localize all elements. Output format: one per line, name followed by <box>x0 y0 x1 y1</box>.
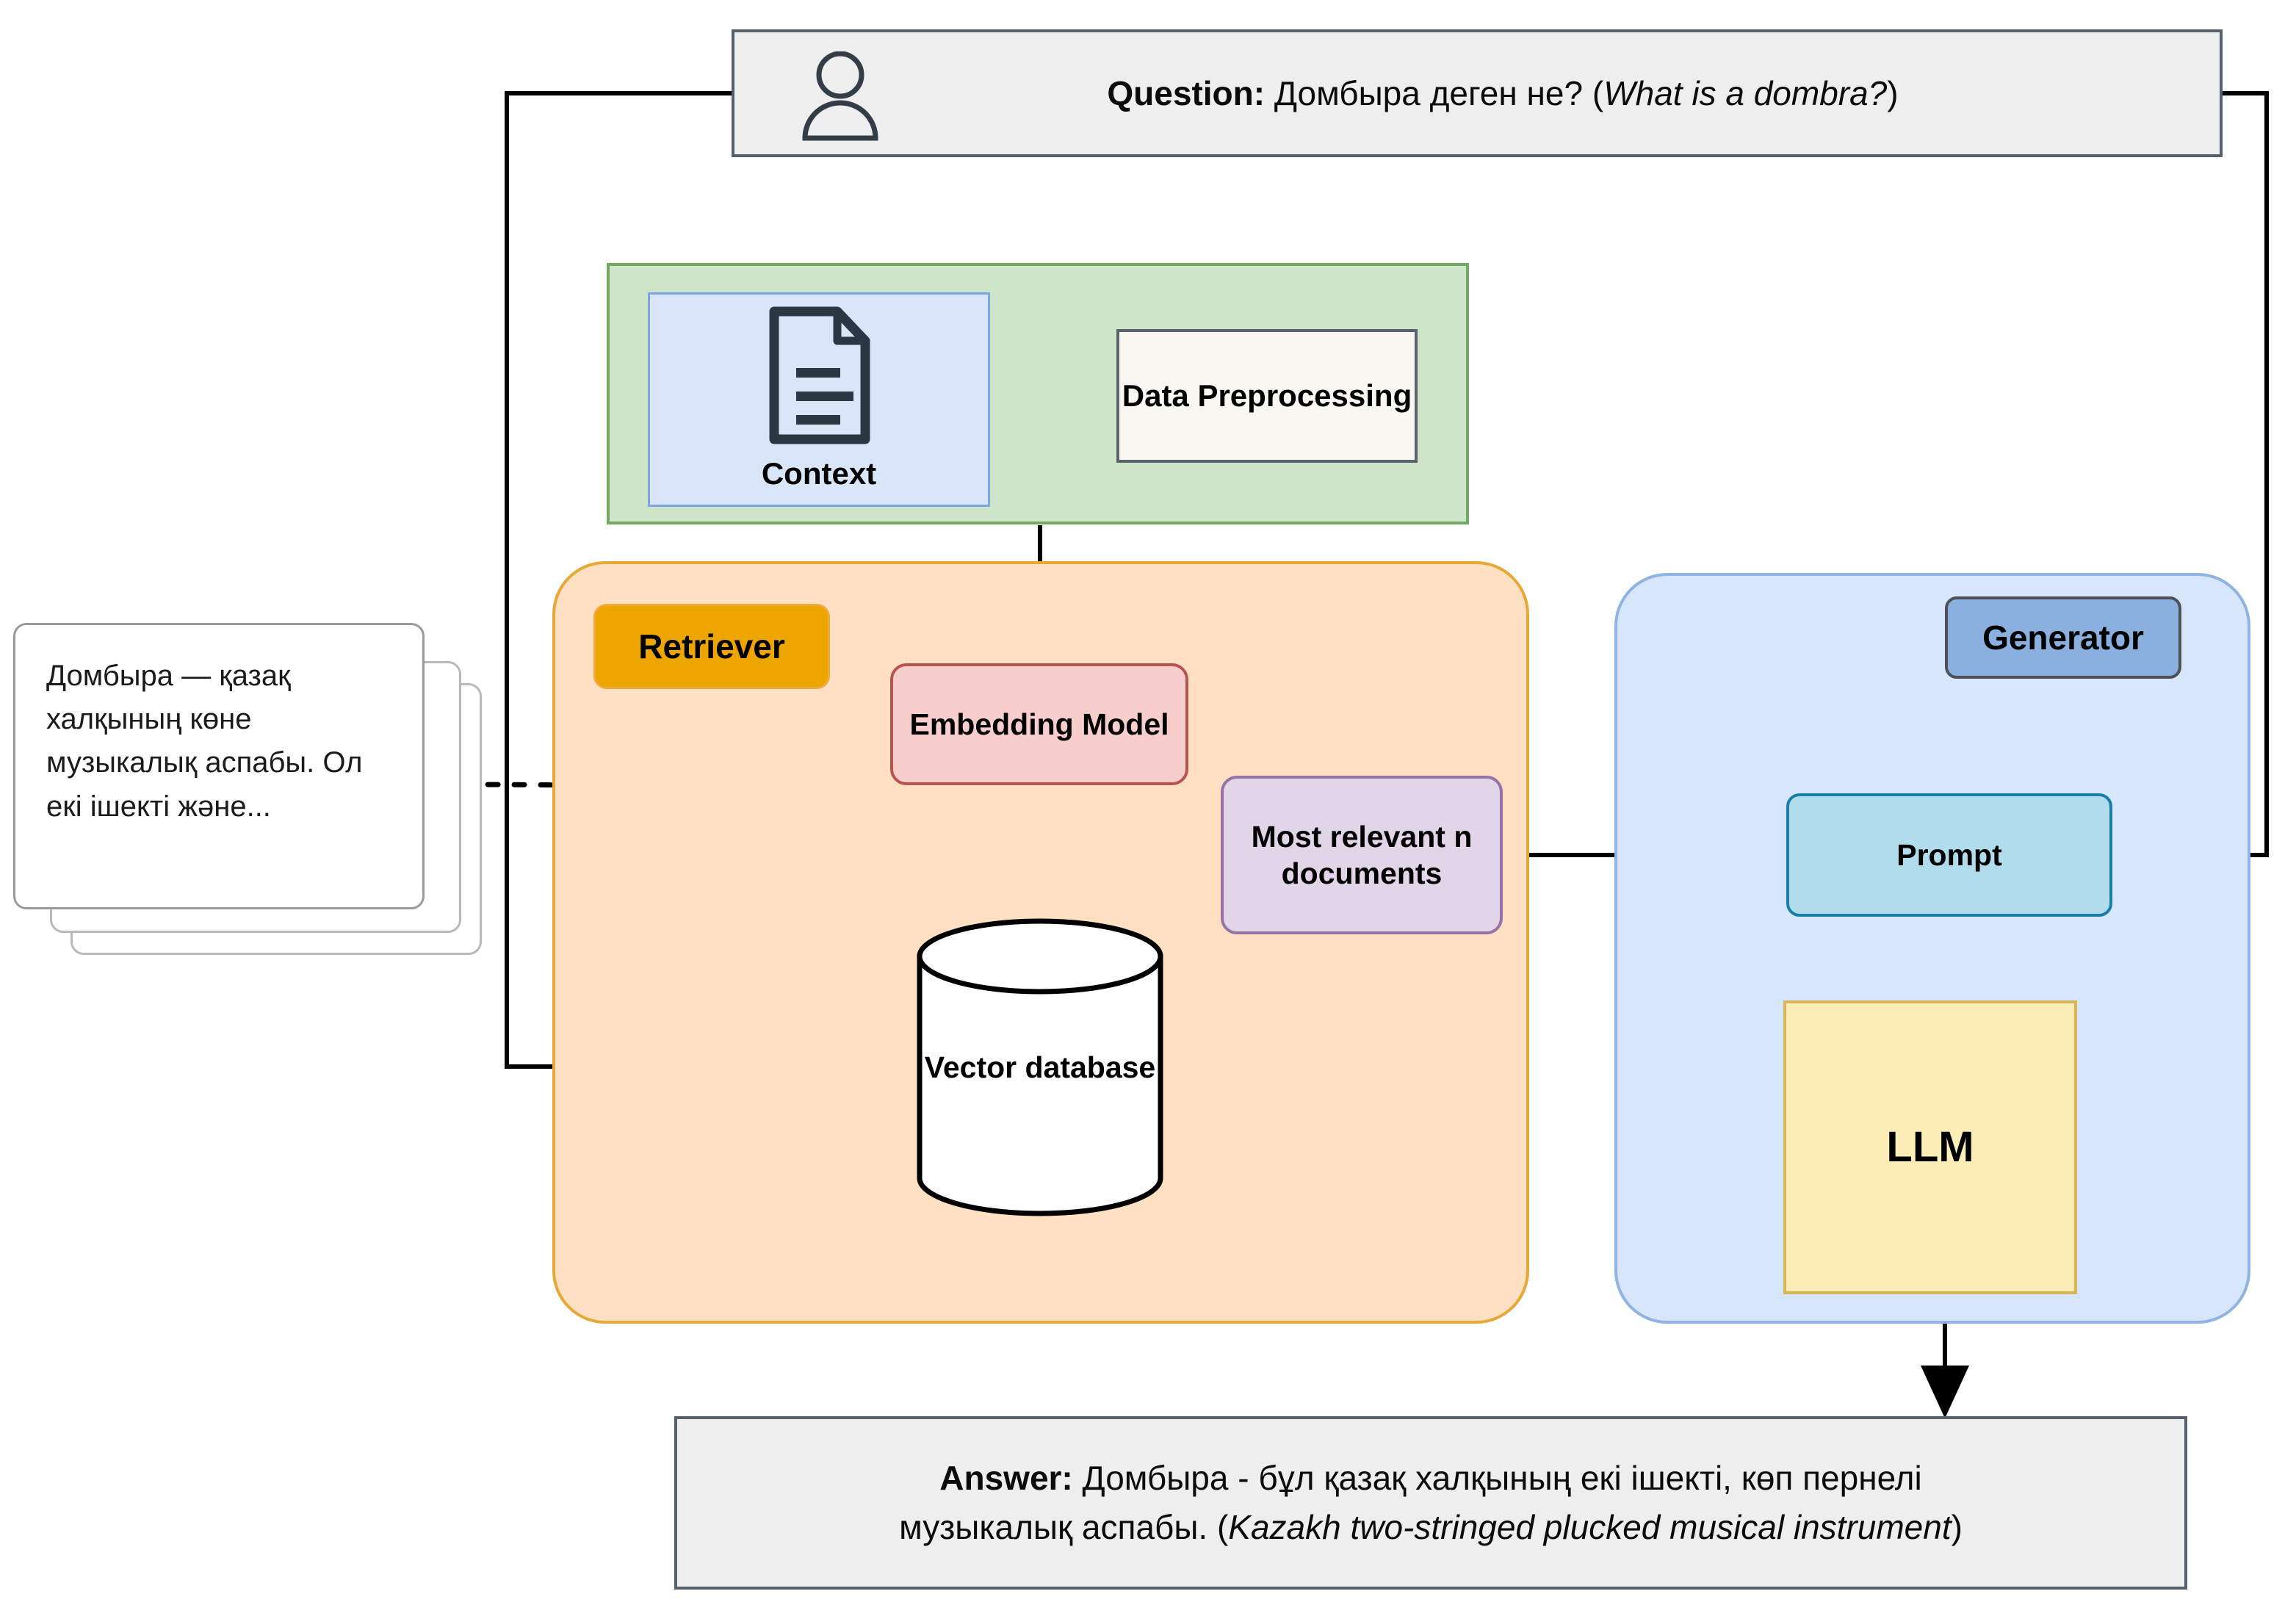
llm-node: LLM <box>1783 1000 2077 1294</box>
context-label: Context <box>761 456 877 491</box>
context-card: Context <box>648 292 990 507</box>
data-preprocessing-box: Data Preprocessing <box>1116 329 1418 463</box>
data-preprocessing-label: Data Preprocessing <box>1122 378 1412 414</box>
answer-line-1: Answer: Домбыра - бұл қазақ халқының екі… <box>939 1459 1921 1497</box>
document-stack-text: Домбыра — қазақ халқының көне музыкалық … <box>46 660 363 823</box>
retriever-badge: Retriever <box>593 604 830 689</box>
most-relevant-documents-node: Most relevant n documents <box>1221 776 1503 934</box>
most-relevant-documents-label: Most relevant n documents <box>1251 819 1473 890</box>
prompt-label: Prompt <box>1896 837 2002 872</box>
llm-label: LLM <box>1886 1122 1974 1171</box>
answer-kazakh-line2: музыкалық аспабы. ( <box>899 1508 1229 1546</box>
document-stack-front: Домбыра — қазақ халқының көне музыкалық … <box>13 623 425 909</box>
question-banner: Question: Домбыра деген не? (What is a d… <box>732 29 2223 157</box>
retriever-badge-label: Retriever <box>638 627 785 665</box>
document-icon <box>764 306 874 449</box>
question-english: What is a dombra? <box>1603 73 1888 112</box>
answer-line-2: музыкалық аспабы. (Kazakh two-stringed p… <box>899 1508 1963 1546</box>
answer-text: Answer: Домбыра - бұл қазақ халқының екі… <box>899 1454 1963 1551</box>
question-text: Question: Домбыра деген не? (What is a d… <box>1107 69 1898 118</box>
answer-english: Kazakh two-stringed plucked musical inst… <box>1228 1508 1952 1546</box>
answer-banner: Answer: Домбыра - бұл қазақ халқының екі… <box>674 1416 2187 1590</box>
vector-database-node: Vector database <box>917 918 1163 1216</box>
answer-kazakh-line1: Домбыра - бұл қазақ халқының екі ішекті,… <box>1072 1459 1922 1498</box>
question-prefix: Question: <box>1107 73 1266 112</box>
answer-suffix: ) <box>1951 1508 1963 1546</box>
embedding-model-node: Embedding Model <box>890 663 1188 785</box>
answer-prefix: Answer: <box>939 1459 1073 1498</box>
user-icon <box>796 51 884 141</box>
embedding-model-label: Embedding Model <box>909 707 1169 741</box>
question-suffix: ) <box>1887 73 1899 112</box>
generator-badge: Generator <box>1945 596 2181 679</box>
prompt-node: Prompt <box>1786 793 2112 917</box>
question-kazakh: Домбыра деген не? ( <box>1265 73 1604 112</box>
generator-badge-label: Generator <box>1982 618 2144 657</box>
